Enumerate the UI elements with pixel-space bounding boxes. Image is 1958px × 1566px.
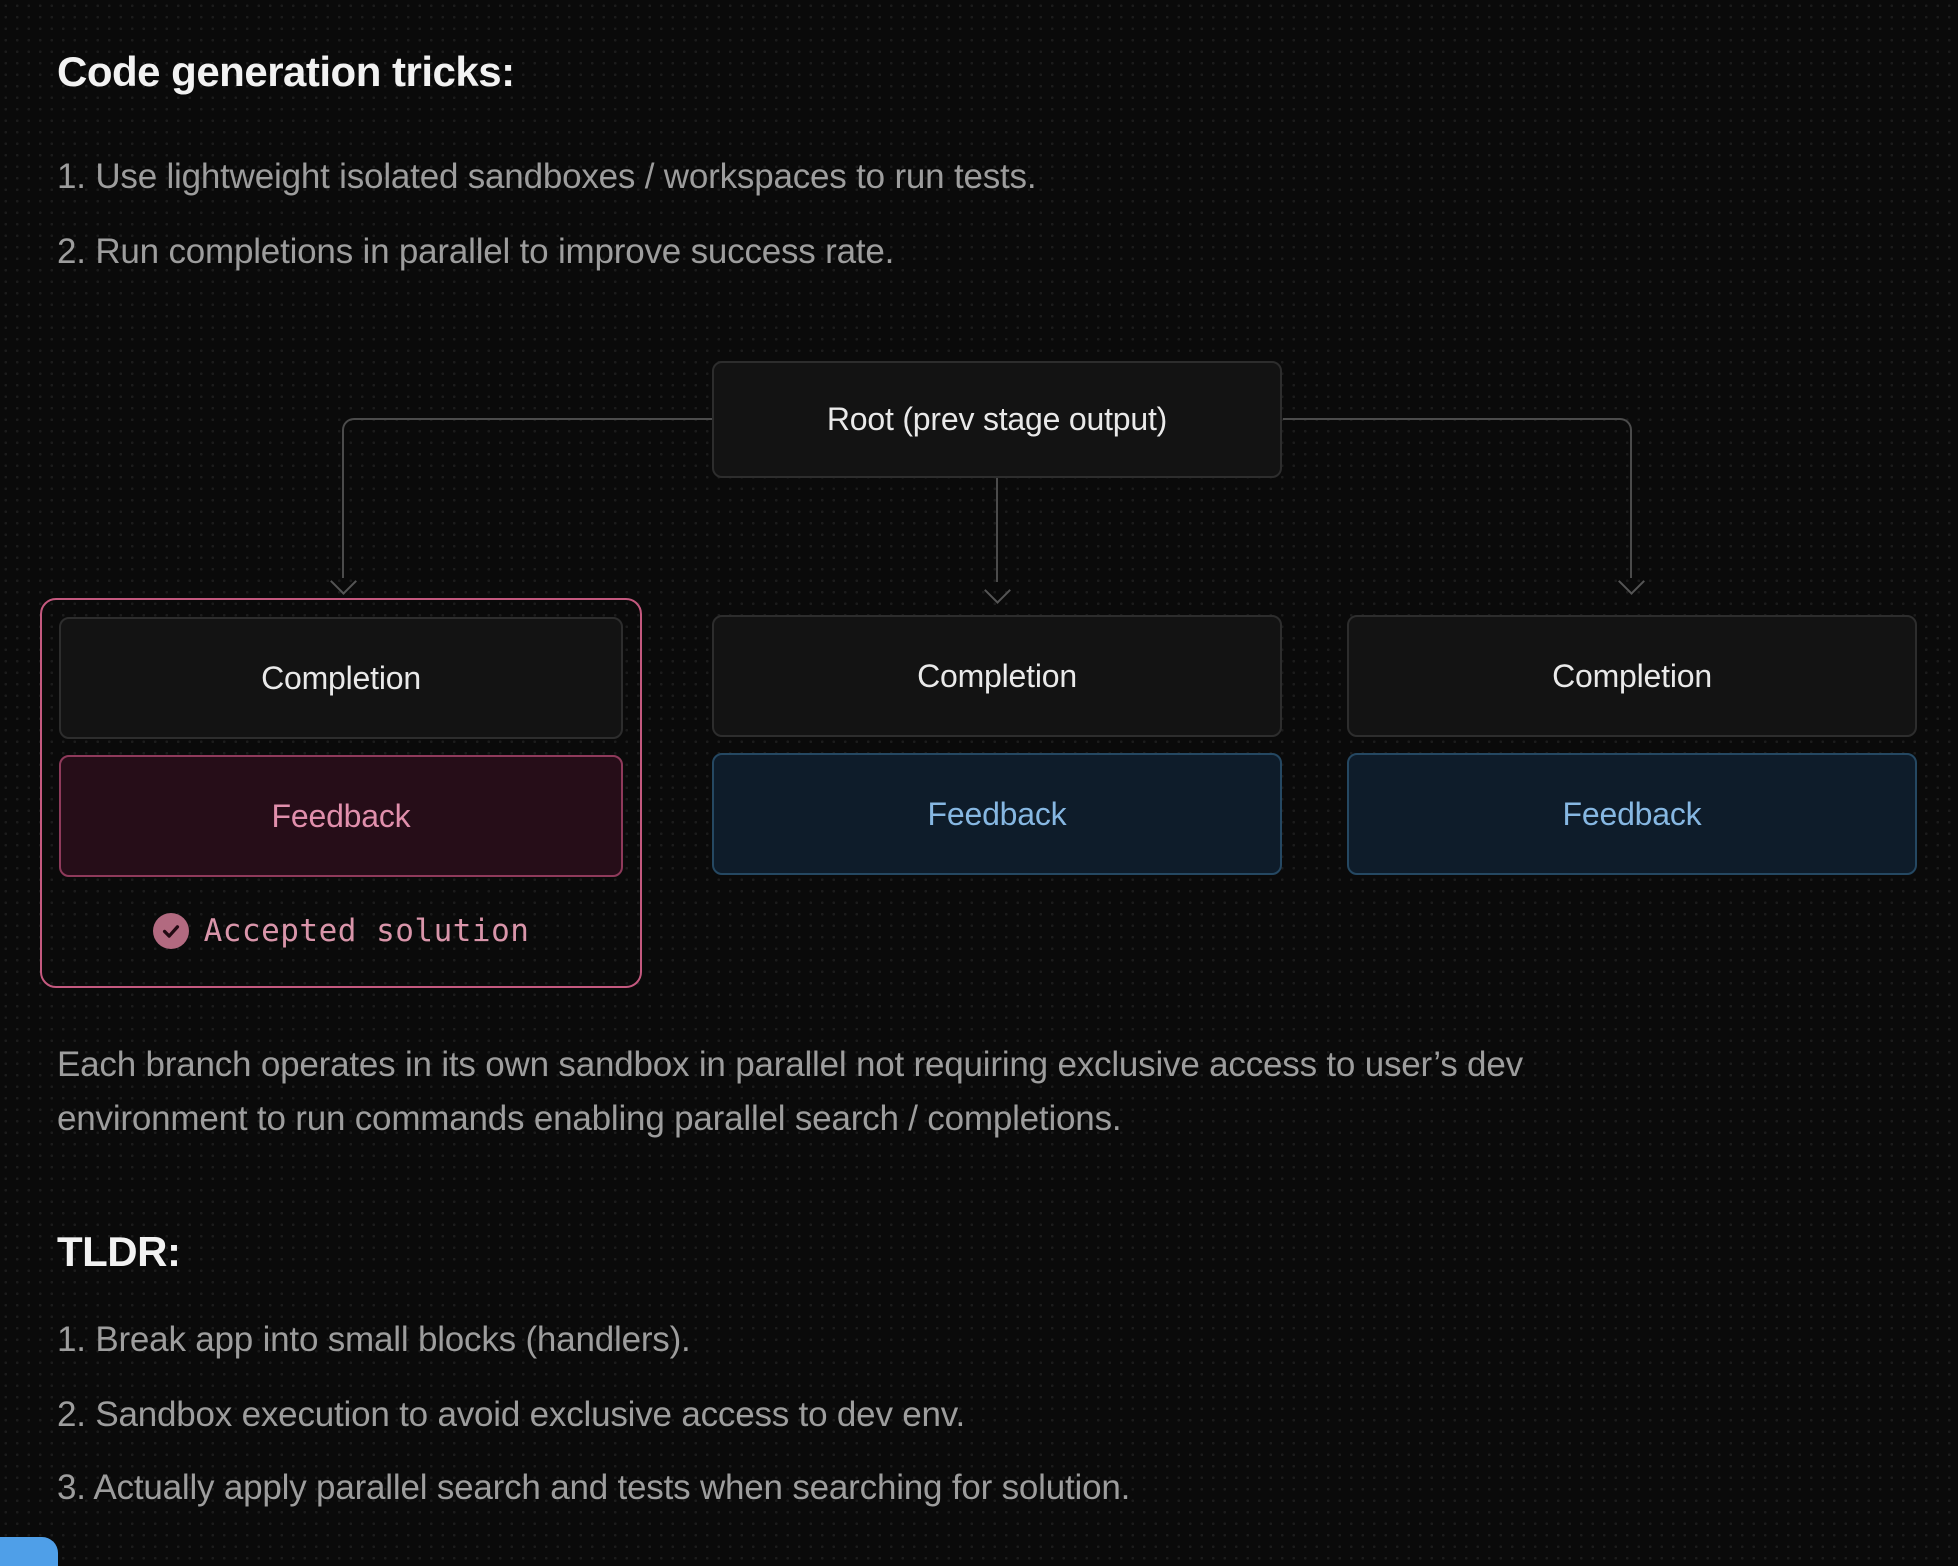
blue-bubble-corner	[0, 1537, 58, 1566]
explanation-paragraph: Each branch operates in its own sandbox …	[57, 1045, 1523, 1138]
intro-item-1: 1. Use lightweight isolated sandboxes / …	[57, 157, 1037, 196]
arrow-down-icon	[984, 577, 1011, 604]
diagram-node-completion-2: Completion	[712, 615, 1282, 737]
feedback-label: Feedback	[927, 795, 1067, 832]
accepted-solution-label: Accepted solution	[203, 913, 530, 949]
connector-root-to-middle-branch	[996, 478, 998, 582]
completion-label: Completion	[917, 657, 1077, 694]
completion-label: Completion	[261, 659, 421, 696]
feedback-label: Feedback	[271, 797, 411, 834]
connector-root-to-right-branch	[1283, 418, 1632, 578]
tldr-item-2: 2. Sandbox execution to avoid exclusive …	[57, 1395, 966, 1434]
tldr-item-3: 3. Actually apply parallel search and te…	[57, 1468, 1131, 1507]
diagram-node-feedback-2: Feedback	[712, 753, 1282, 875]
intro-item-2: 2. Run completions in parallel to improv…	[57, 232, 895, 271]
root-node-label: Root (prev stage output)	[826, 401, 1168, 437]
tldr-item-1: 1. Break app into small blocks (handlers…	[57, 1320, 691, 1359]
diagram-node-root: Root (prev stage output)	[712, 361, 1282, 478]
feedback-label: Feedback	[1562, 795, 1702, 832]
check-icon	[152, 913, 189, 949]
diagram-node-completion-3: Completion	[1347, 615, 1917, 737]
tldr-heading: TLDR:	[57, 1228, 181, 1275]
accepted-solution-row: Accepted solution	[59, 913, 623, 949]
completion-label: Completion	[1552, 657, 1712, 694]
branch-accepted-container: Completion Feedback Accepted solution	[40, 598, 642, 988]
diagram-node-completion-1: Completion	[59, 617, 623, 739]
connector-root-to-left-branch	[342, 418, 712, 578]
diagram-node-feedback-3: Feedback	[1347, 753, 1917, 875]
page-title: Code generation tricks:	[57, 48, 515, 95]
diagram-node-feedback-1: Feedback	[59, 755, 623, 877]
